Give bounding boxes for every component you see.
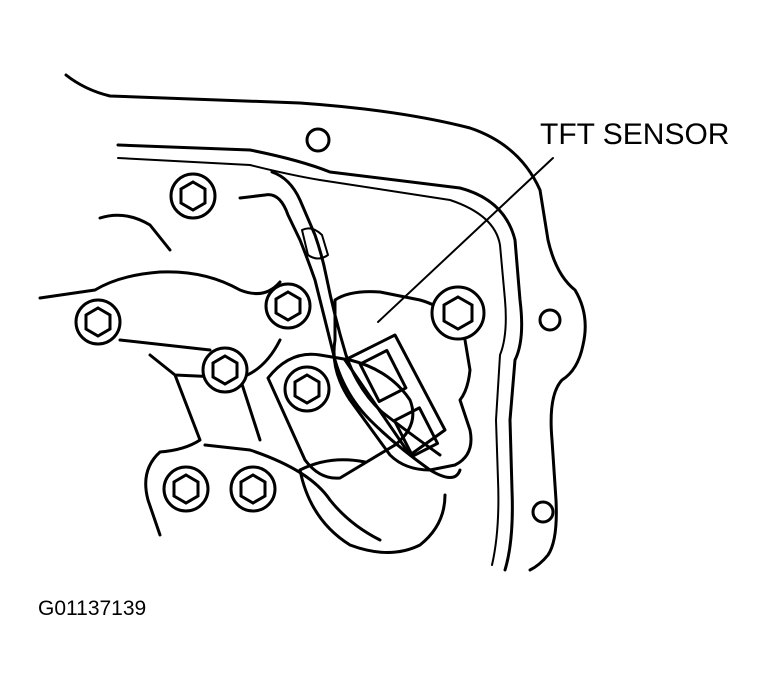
bolt-4 — [201, 346, 249, 394]
bolt-7 — [162, 465, 210, 513]
gasket-inner-edge — [116, 143, 524, 572]
bolt-5 — [283, 365, 331, 413]
tft-sensor-face — [343, 333, 447, 457]
bolt-6 — [430, 285, 486, 341]
case-hole-right — [538, 308, 562, 332]
tft-sensor-callout: TFT SENSOR — [540, 118, 730, 151]
gasket-inner-edge-2 — [117, 157, 507, 566]
tft-sensor-housing — [332, 290, 473, 472]
sensor-wire — [238, 193, 462, 479]
bolt-3 — [264, 282, 312, 330]
case-outer-edge — [64, 73, 587, 572]
solenoid-body — [266, 352, 415, 480]
callout-leader-line — [377, 157, 554, 323]
wire-clip — [301, 227, 329, 260]
connector-slot-1 — [358, 348, 408, 404]
case-hole-top — [305, 127, 331, 153]
bolt-1 — [169, 172, 217, 220]
valve-body-lower — [298, 458, 447, 554]
case-hole-bottom — [531, 500, 555, 524]
connector-slot-2 — [392, 406, 440, 458]
valve-body-outline — [38, 213, 382, 542]
figure-id: G01137139 — [38, 597, 147, 620]
bolt-8 — [229, 465, 277, 513]
bolt-2 — [74, 298, 122, 346]
